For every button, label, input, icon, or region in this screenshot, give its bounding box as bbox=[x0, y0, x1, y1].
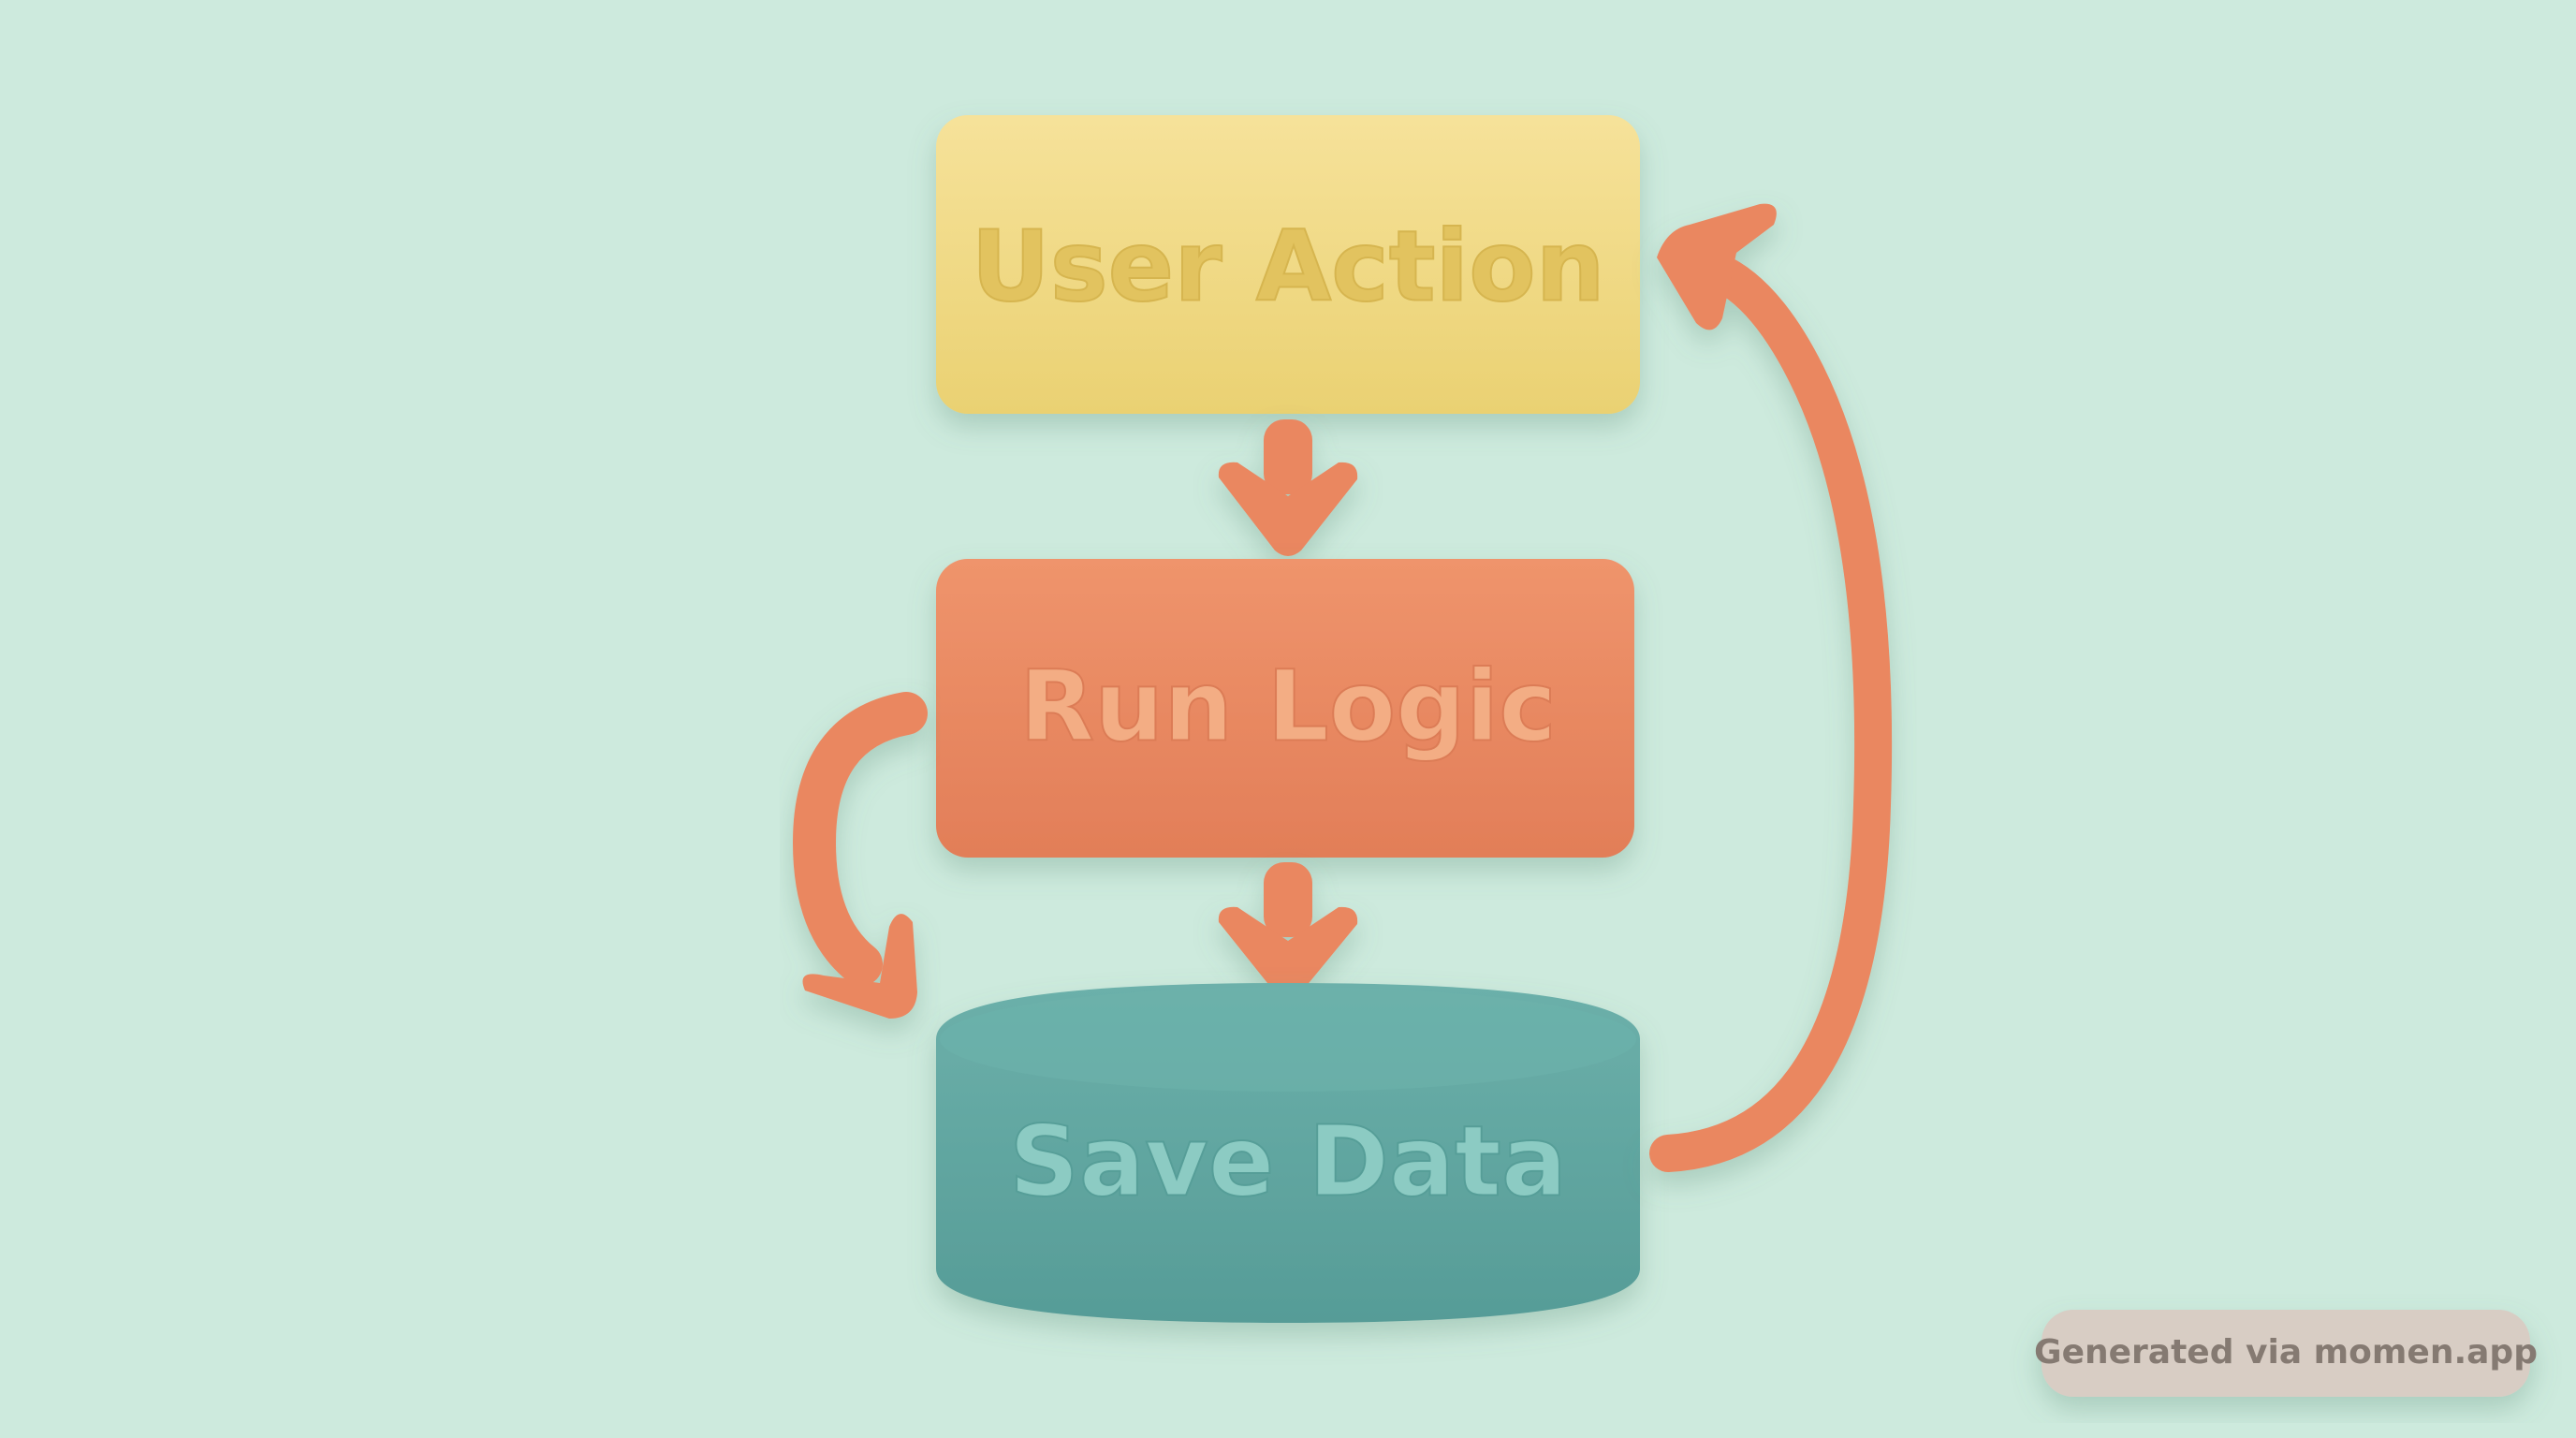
arrow-down-icon bbox=[1218, 862, 1358, 998]
node-label: Run Logic bbox=[1019, 649, 1557, 763]
node-label: Save Data bbox=[1009, 1104, 1567, 1218]
node-label: User Action bbox=[971, 209, 1604, 323]
node-save-data: Save Data bbox=[936, 983, 1640, 1323]
loop-arrow-icon bbox=[1649, 203, 1893, 1172]
node-user-action: User Action bbox=[936, 115, 1640, 414]
arrow-down-icon bbox=[1218, 419, 1358, 556]
node-run-logic: Run Logic bbox=[936, 559, 1634, 858]
curved-arrow-icon bbox=[792, 692, 928, 1019]
watermark-text: Generated via momen.app bbox=[2034, 1333, 2538, 1372]
watermark-badge: Generated via momen.app bbox=[2034, 1310, 2538, 1397]
